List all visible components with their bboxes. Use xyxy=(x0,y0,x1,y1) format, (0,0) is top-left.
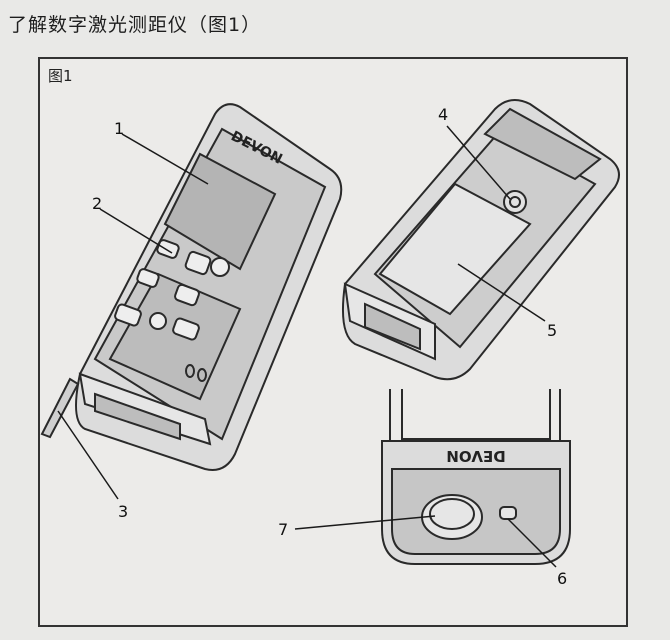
device-illustration: DEVON DEVON xyxy=(40,99,620,568)
callout-lines xyxy=(57,125,557,568)
figure-frame: 图1 xyxy=(38,57,628,627)
callout-3: 3 xyxy=(118,502,129,521)
callout-1: 1 xyxy=(114,119,125,138)
device-back-view xyxy=(342,99,620,381)
brand-text-detail: DEVON xyxy=(446,447,505,465)
page-title: 了解数字激光测距仪（图1） xyxy=(8,14,262,36)
callout-2: 2 xyxy=(92,194,103,213)
figure-label: 图1 xyxy=(48,67,73,85)
callout-7: 7 xyxy=(278,520,289,539)
device-end-detail xyxy=(381,389,571,565)
device-front-view xyxy=(40,103,343,471)
callout-6: 6 xyxy=(557,569,568,588)
callout-4: 4 xyxy=(438,105,449,124)
callout-5: 5 xyxy=(547,321,558,340)
